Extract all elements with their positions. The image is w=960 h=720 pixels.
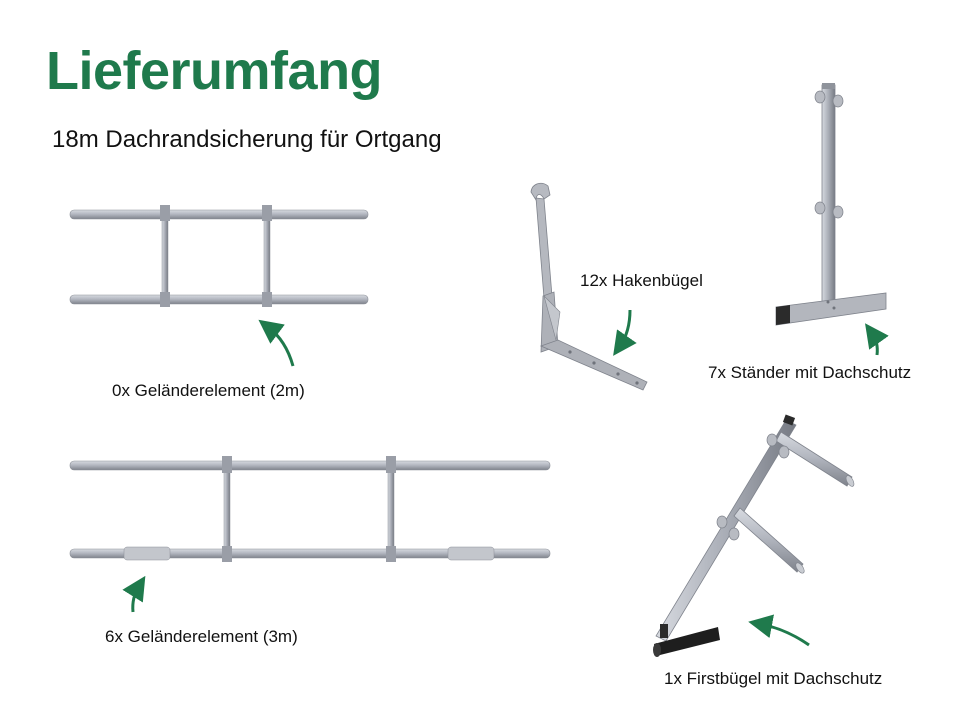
caption-hook-bracket: 12x Hakenbügel (580, 271, 703, 290)
railing-3m-illustration (69, 456, 551, 562)
caption-railing-2m: 0x Geländerelement (2m) (112, 381, 305, 400)
caption-stand: 7x Ständer mit Dachschutz (708, 363, 912, 382)
arrow-hook-bracket (613, 309, 637, 356)
hook-bracket-illustration (530, 182, 648, 391)
caption-railing-3m: 6x Geländerelement (3m) (105, 627, 298, 646)
ridge-bracket-illustration (653, 414, 855, 657)
arrow-railing-2m (258, 319, 295, 367)
page-title: Lieferumfang (46, 41, 383, 101)
arrow-railing-3m (122, 575, 146, 613)
caption-ridge-bracket: 1x Firstbügel mit Dachschutz (664, 669, 883, 688)
arrow-ridge-bracket (748, 614, 810, 647)
page-subtitle: 18m Dachrandsicherung für Ortgang (52, 126, 442, 153)
stand-illustration (775, 83, 887, 326)
arrow-stand (865, 323, 889, 356)
railing-2m-illustration (69, 205, 369, 307)
